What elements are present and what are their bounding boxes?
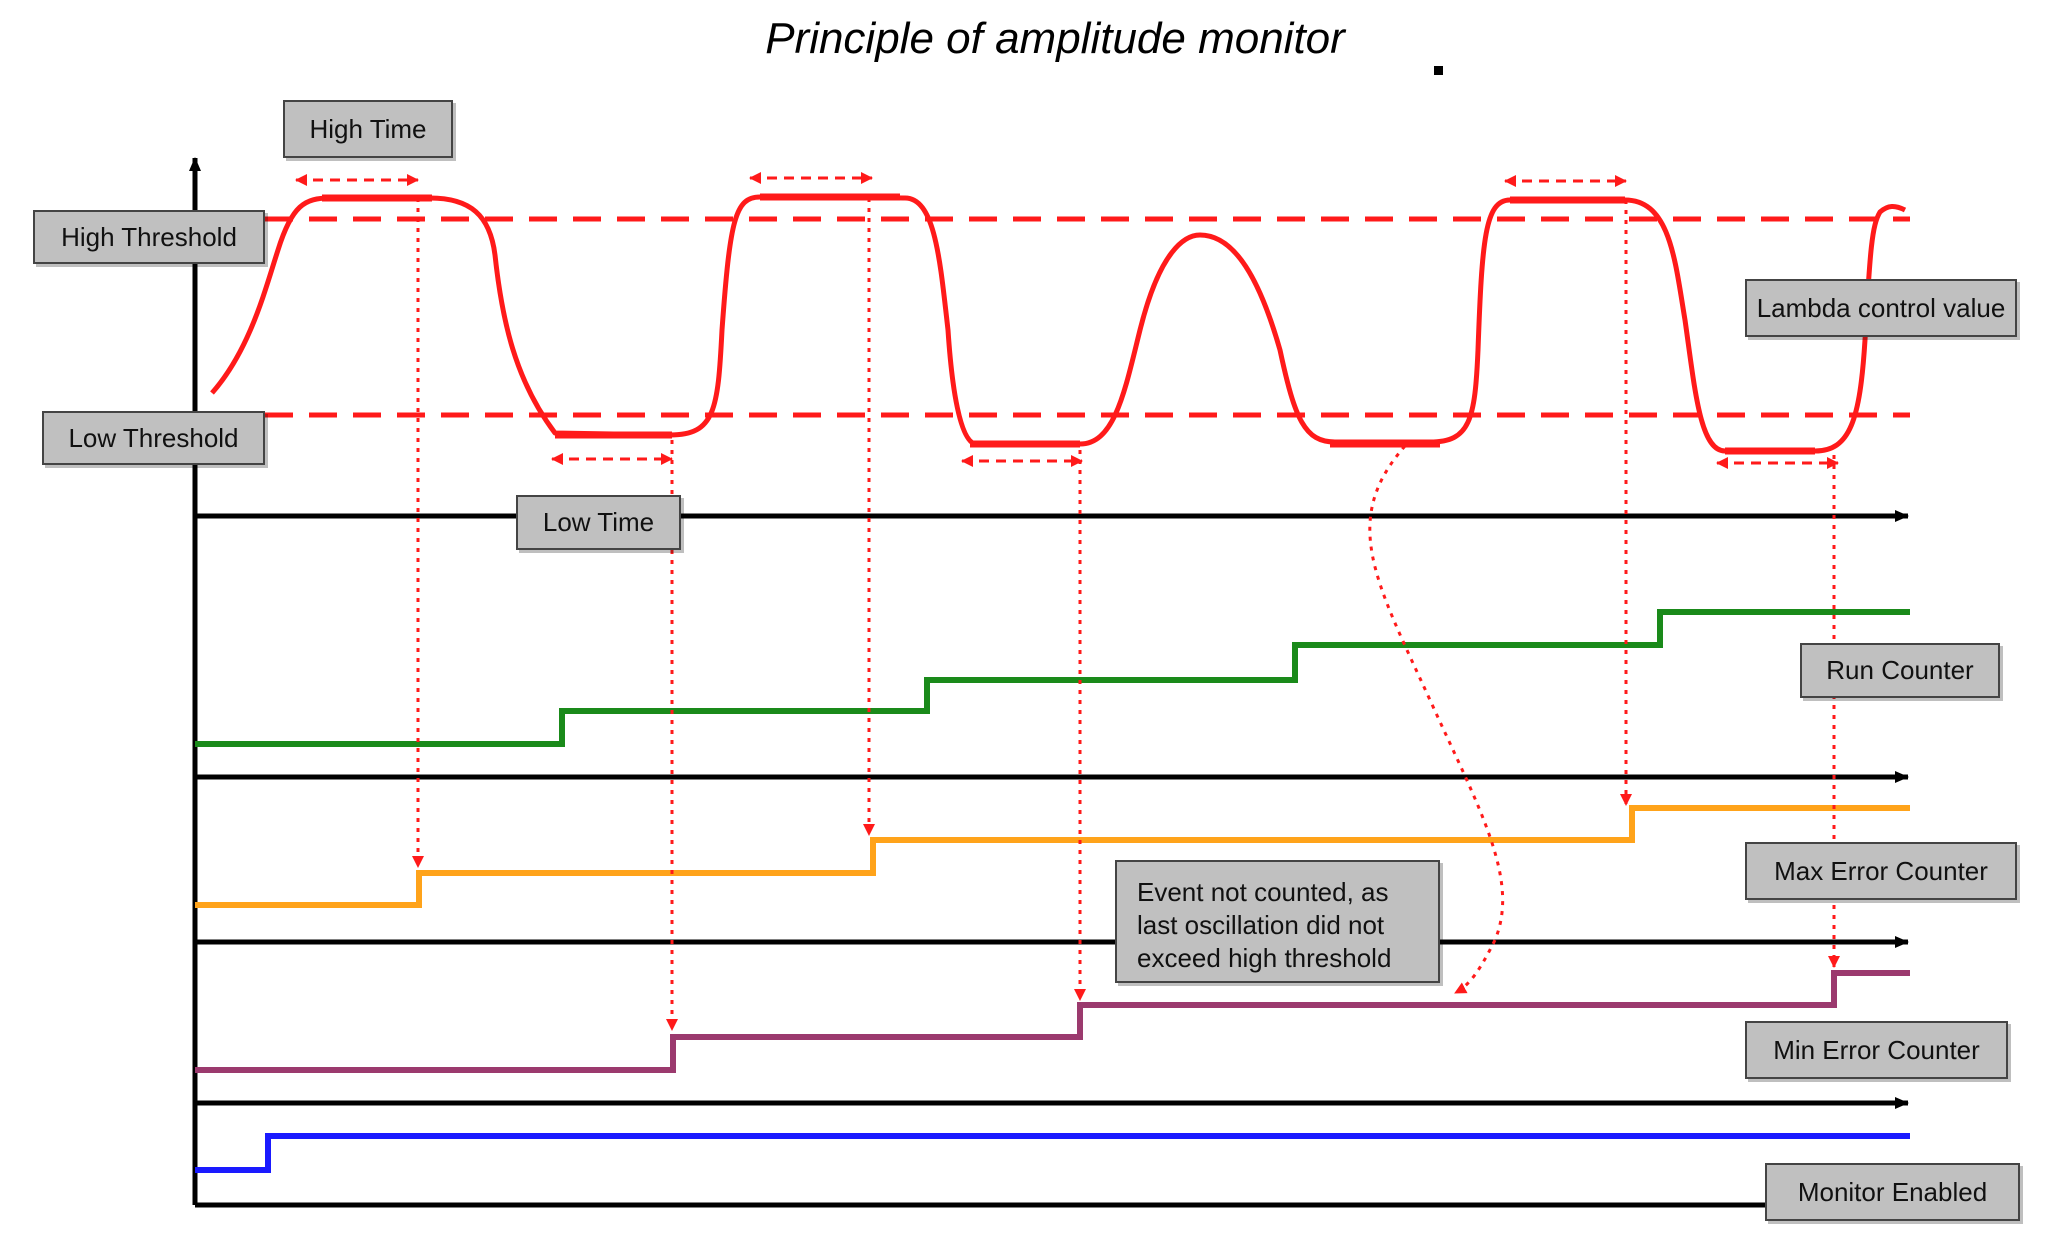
lambda-control-value-label: Lambda control value [1745,279,2017,337]
high-time-label: High Time [283,100,453,158]
run-counter-label: Run Counter [1800,643,2000,698]
monitor-enabled-label: Monitor Enabled [1765,1163,2020,1221]
min-error-counter-label: Min Error Counter [1745,1021,2008,1079]
monitor-enabled-line [195,1133,1910,1173]
time-span-arrows [295,172,1839,469]
low-threshold-label: Low Threshold [42,411,265,465]
hold-segments [322,193,1815,455]
event-arrows [412,198,1840,1031]
axes [189,157,1910,1208]
stray-dot-mark [1434,66,1443,75]
lambda-control-signal [210,194,1907,454]
event-not-counted-arrow [1368,445,1505,995]
max-error-counter-label: Max Error Counter [1745,842,2017,900]
run-counter-line [195,609,1910,747]
min-error-counter-line [195,970,1910,1073]
diagram-title: Principle of amplitude monitor [765,14,1345,63]
low-time-label: Low Time [516,495,681,550]
event-not-counted-note: Event not counted, as last oscillation d… [1115,860,1440,983]
high-threshold-label: High Threshold [33,210,265,264]
max-error-counter-line [195,805,1910,908]
